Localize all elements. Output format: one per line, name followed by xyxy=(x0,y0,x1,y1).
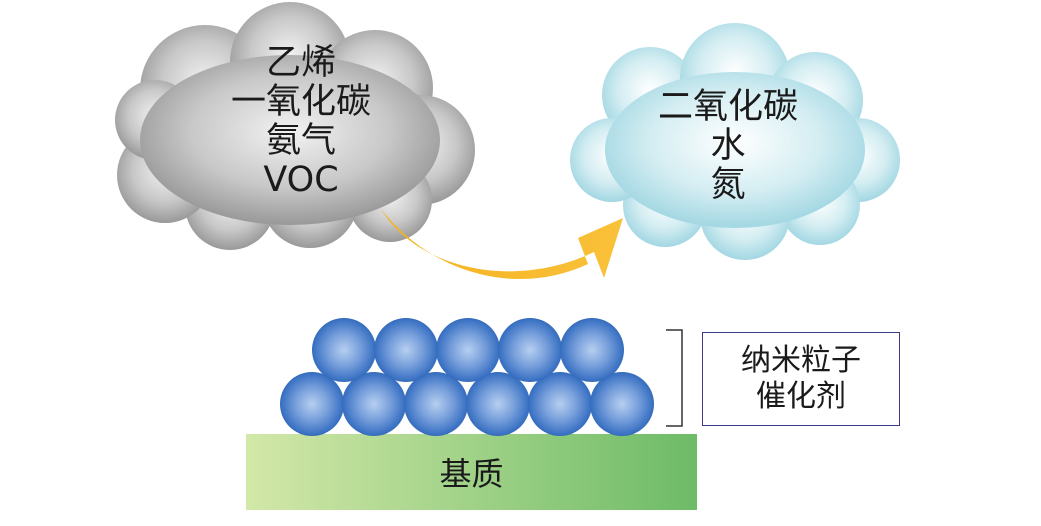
product-list: 二氧化碳 水 氮 xyxy=(628,88,828,205)
product-item: 水 xyxy=(710,126,746,166)
nanoparticle xyxy=(528,372,592,436)
pollutant-item: 一氧化碳 xyxy=(230,82,371,122)
clean-cloud xyxy=(570,23,900,260)
nanoparticle xyxy=(312,318,376,382)
pollutant-item: 乙烯 xyxy=(265,43,336,83)
catalyst-label-box: 纳米粒子 催化剂 xyxy=(702,332,900,426)
nanoparticle xyxy=(280,372,344,436)
substrate-label: 基质 xyxy=(439,455,504,493)
nanoparticle xyxy=(374,318,438,382)
pollutant-item: 氨气 xyxy=(265,121,336,161)
nanoparticle xyxy=(590,372,654,436)
nanoparticle xyxy=(436,318,500,382)
catalyst-bracket xyxy=(666,329,683,427)
pollutant-list: 乙烯 一氧化碳 氨气 VOC xyxy=(186,44,416,200)
pollutant-item: VOC xyxy=(263,160,339,200)
nanoparticle xyxy=(342,372,406,436)
nanoparticle-bottom-row xyxy=(280,372,654,436)
catalyst-label-line: 纳米粒子 xyxy=(741,343,861,378)
substrate-bar xyxy=(246,434,697,510)
nanoparticle xyxy=(560,318,624,382)
nanoparticle-top-row xyxy=(312,318,624,382)
nanoparticle xyxy=(404,372,468,436)
catalyst-label-line: 催化剂 xyxy=(756,379,846,414)
product-item: 氮 xyxy=(710,165,746,205)
pollutant-cloud xyxy=(115,2,475,250)
nanoparticle xyxy=(466,372,530,436)
nanoparticle xyxy=(498,318,562,382)
product-item: 二氧化碳 xyxy=(657,87,798,127)
